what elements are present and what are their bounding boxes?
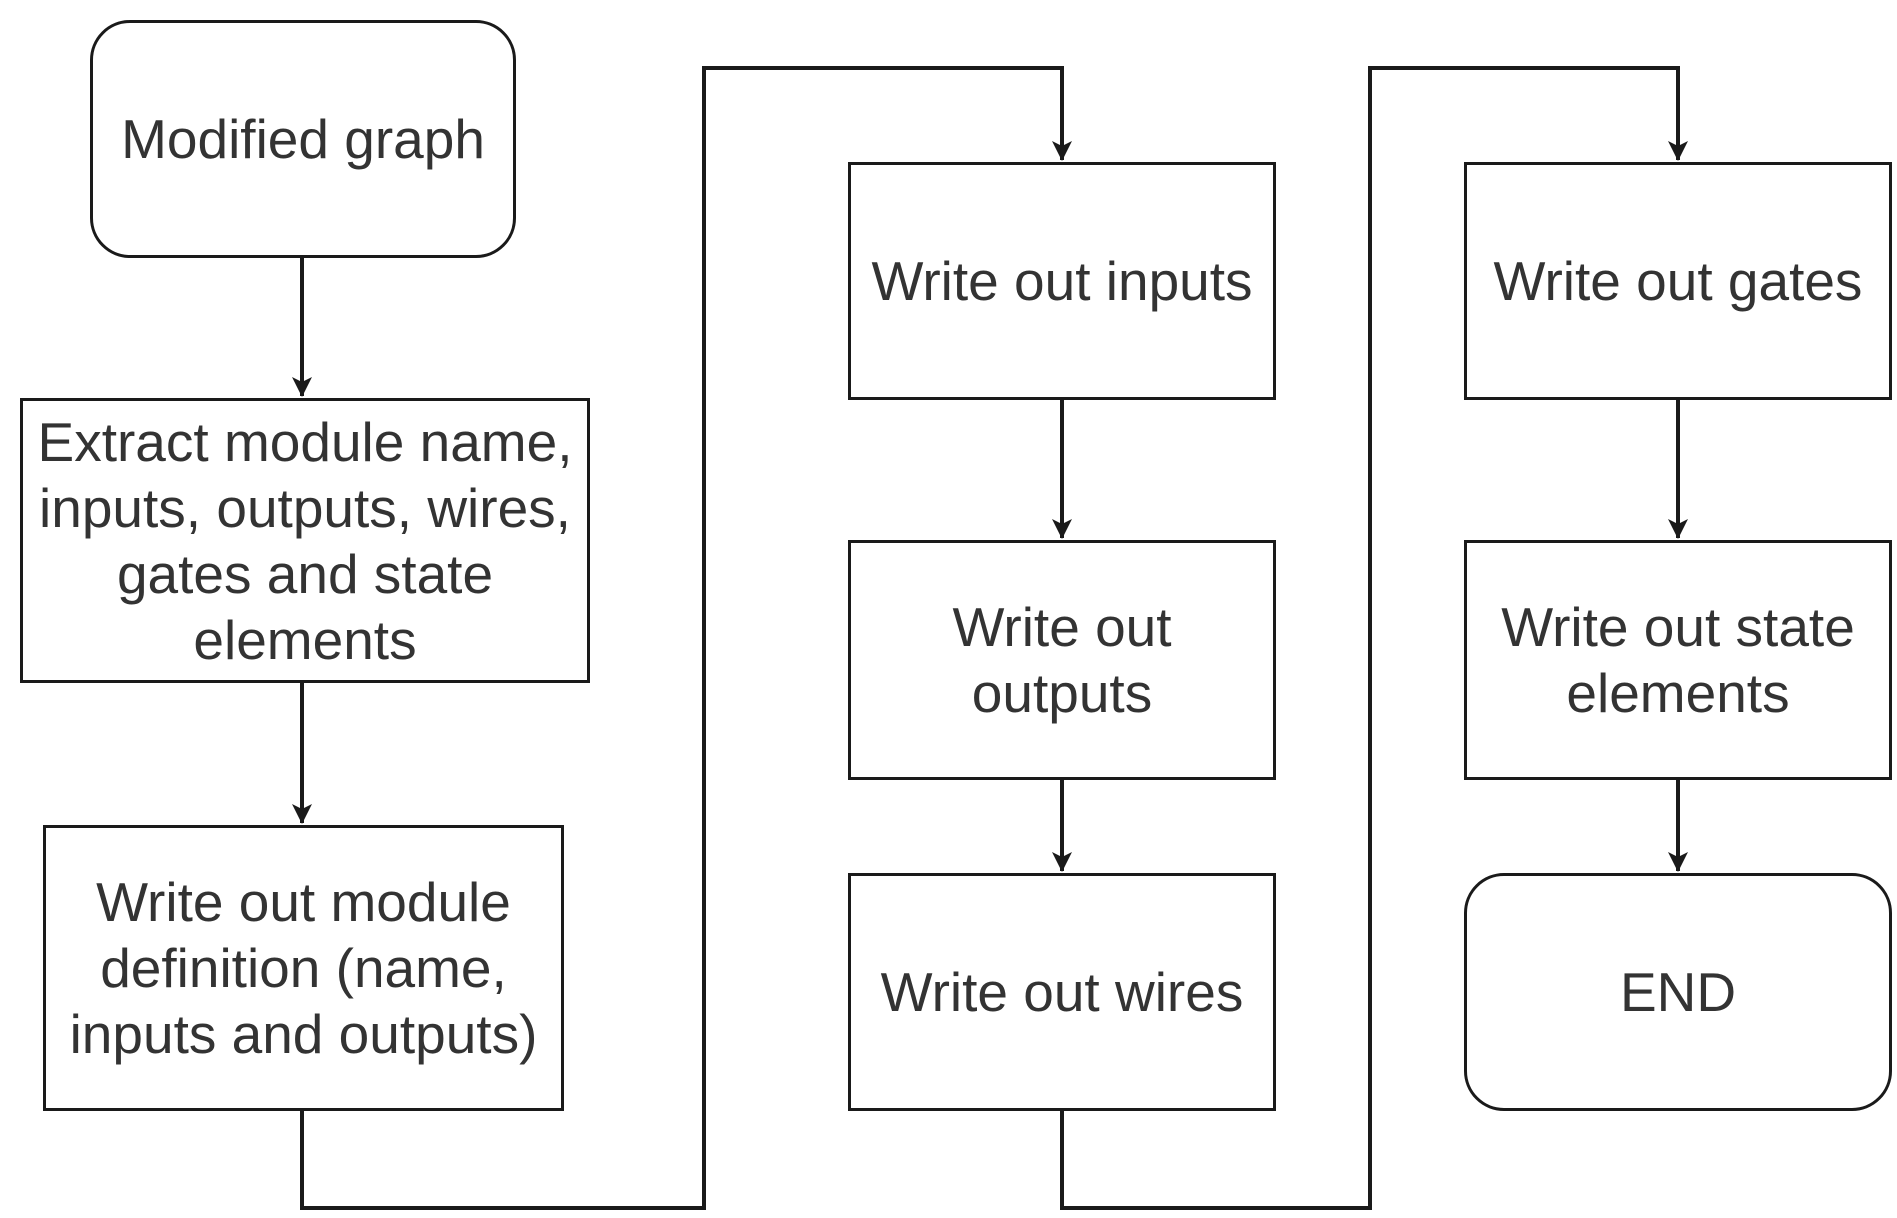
- node-extract-label: Extract module name, inputs, outputs, wi…: [37, 410, 573, 671]
- node-modified-graph-label: Modified graph: [121, 108, 485, 170]
- node-write-state-elements-label: Write out state elements: [1501, 596, 1855, 724]
- node-write-outputs-label: Write out outputs: [952, 596, 1172, 724]
- node-modified-graph: Modified graph: [90, 20, 516, 258]
- node-end: END: [1464, 873, 1892, 1111]
- connector-wires-to-gates: [1060, 66, 1688, 1210]
- node-extract: Extract module name, inputs, outputs, wi…: [20, 398, 590, 683]
- node-write-gates-label: Write out gates: [1493, 250, 1863, 312]
- node-end-label: END: [1619, 961, 1737, 1023]
- node-write-gates: Write out gates: [1464, 162, 1892, 400]
- node-write-state-elements: Write out state elements: [1464, 540, 1892, 780]
- node-write-inputs: Write out inputs: [848, 162, 1276, 400]
- node-write-module-definition: Write out module definition (name, input…: [43, 825, 564, 1111]
- node-write-inputs-label: Write out inputs: [871, 250, 1253, 312]
- node-write-module-definition-label: Write out module definition (name, input…: [69, 871, 538, 1065]
- node-write-wires: Write out wires: [848, 873, 1276, 1111]
- connector-module-definition-to-inputs: [300, 66, 1072, 1210]
- node-write-wires-label: Write out wires: [880, 961, 1244, 1023]
- node-write-outputs: Write out outputs: [848, 540, 1276, 780]
